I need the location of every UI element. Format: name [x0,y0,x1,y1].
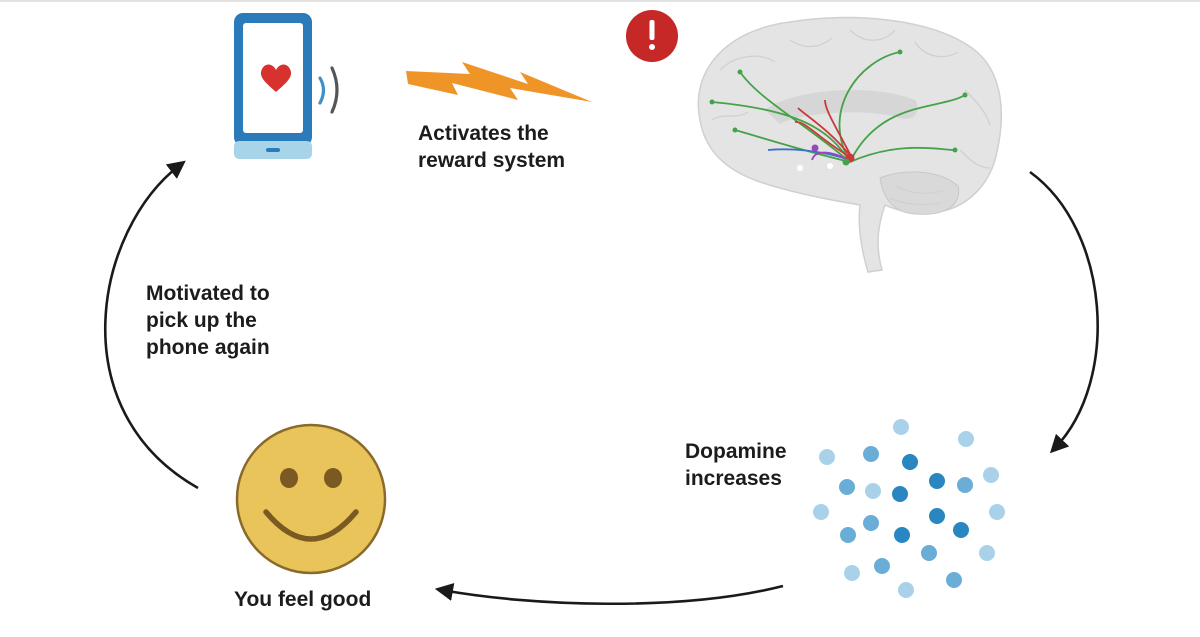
vibration-waves-icon [318,66,339,114]
dopamine-molecule [813,504,829,520]
dopamine-molecule [865,483,881,499]
arrow-brain-to-dopamine [1029,170,1099,454]
arrow-feel-good-to-phone [104,160,199,490]
dopamine-molecules-icon [813,419,1005,598]
dopamine-molecule [989,504,1005,520]
smiley-face-icon [235,423,387,575]
dopamine-molecule [844,565,860,581]
label-motivated-pick-up-phone: Motivated to pick up the phone again [146,282,270,359]
brain-icon [697,16,1003,273]
dopamine-molecule [957,477,973,493]
label-you-feel-good: You feel good [234,588,372,611]
dopamine-molecule [863,446,879,462]
dopamine-molecule [839,479,855,495]
dopamine-molecule [946,572,962,588]
heart-icon [260,64,292,92]
dopamine-molecule [929,473,945,489]
dopamine-molecule [892,486,908,502]
dopamine-molecule [983,467,999,483]
dopamine-molecule [874,558,890,574]
top-border [0,0,1200,2]
dopamine-molecule [958,431,974,447]
dopamine-molecule [898,582,914,598]
arrow-dopamine-to-feel-good [434,582,784,606]
smartphone-icon [234,13,312,159]
dopamine-molecule [894,527,910,543]
alert-badge-icon [626,10,678,62]
dopamine-molecule [979,545,995,561]
dopamine-molecule [921,545,937,561]
dopamine-molecule [819,449,835,465]
dopamine-molecule [902,454,918,470]
label-activates-reward-system: Activates the reward system [418,122,566,172]
label-dopamine-increases: Dopamine increases [685,440,787,490]
dopamine-molecule [863,515,879,531]
cycle-arrows [104,160,1099,606]
dopamine-molecule [953,522,969,538]
dopamine-molecule [893,419,909,435]
lightning-bolt-icon [406,62,592,102]
dopamine-molecule [840,527,856,543]
dopamine-molecule [929,508,945,524]
